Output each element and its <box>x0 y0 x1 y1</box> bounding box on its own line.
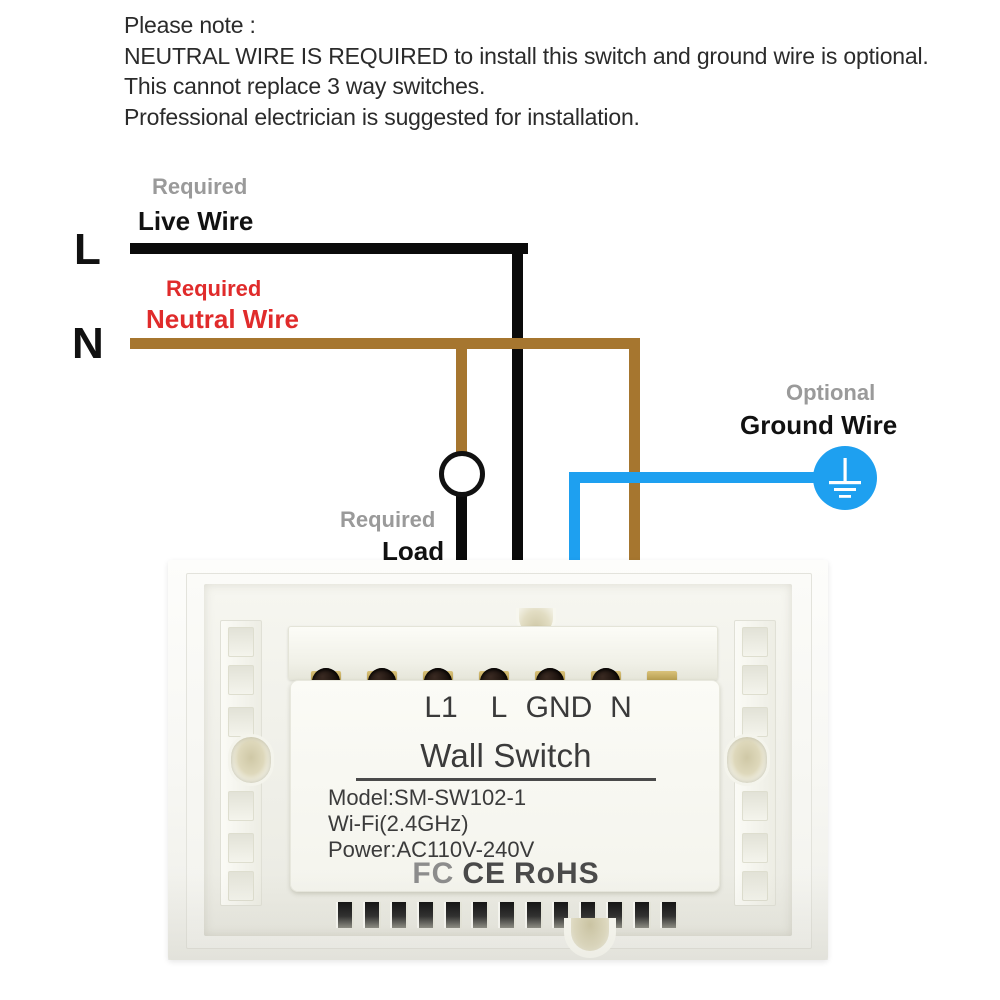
brand-block: Wall Switch <box>291 737 721 781</box>
switch-inner-housing: L1 L GND N Wall Switch Model:SM-SW102-1 … <box>204 584 792 958</box>
note-line-3: This cannot replace 3 way switches. <box>124 73 486 99</box>
spec-model: Model:SM-SW102-1 <box>328 785 527 810</box>
ce-mark: CE <box>462 857 506 890</box>
terminal-label-n: N <box>610 691 632 724</box>
live-wire-qualifier: Required <box>152 174 248 199</box>
terminal-label-l1: L1 <box>424 691 458 724</box>
live-wire-vertical <box>512 243 523 653</box>
spec-block: Model:SM-SW102-1 Wi-Fi(2.4GHz) Power:AC1… <box>328 785 708 863</box>
note-line-1: Please note : <box>124 12 256 38</box>
bottom-cable-notch <box>564 918 616 958</box>
live-wire-label: Live Wire <box>138 206 254 236</box>
left-mounting-keyhole <box>228 734 274 786</box>
neutral-wire-to-load <box>456 338 467 458</box>
spec-wifi: Wi-Fi(2.4GHz) <box>328 811 469 836</box>
note-line-4: Professional electrician is suggested fo… <box>124 103 640 130</box>
fcc-mark: FC <box>412 857 455 890</box>
rohs-mark: RoHS <box>514 857 600 890</box>
switch-label-plate: L1 L GND N Wall Switch Model:SM-SW102-1 … <box>290 680 720 892</box>
neutral-wire-horizontal <box>130 338 640 349</box>
load-label: Load <box>382 536 445 566</box>
installation-note: Please note : NEUTRAL WIRE IS REQUIRED t… <box>124 10 974 132</box>
neutral-wire-label: Neutral Wire <box>146 304 299 334</box>
ground-wire-horizontal <box>569 472 821 483</box>
brand-underline <box>356 778 656 781</box>
note-line-2: NEUTRAL WIRE IS REQUIRED to install this… <box>124 42 929 69</box>
terminal-label-l: L <box>490 691 508 724</box>
terminal-labels: L1 L GND N <box>291 691 721 725</box>
neutral-wire-to-n-terminal <box>629 338 640 653</box>
brand-name: Wall Switch <box>420 737 592 774</box>
source-live-letter: L <box>74 225 101 274</box>
load-qualifier: Required <box>340 507 436 532</box>
source-neutral-letter: N <box>72 319 104 368</box>
neutral-wire-qualifier: Required <box>166 276 262 301</box>
terminal-label-gnd: GND <box>525 691 593 724</box>
load-lamp-symbol <box>439 451 485 497</box>
live-wire-horizontal <box>130 243 528 254</box>
spec-power: Power:AC110V-240V <box>328 837 535 862</box>
ventilation-slots <box>336 902 692 958</box>
right-mounting-keyhole <box>724 734 770 786</box>
earth-ground-symbol <box>813 446 877 510</box>
wall-switch-device: L1 L GND N Wall Switch Model:SM-SW102-1 … <box>168 560 828 960</box>
ground-wire-qualifier: Optional <box>786 380 876 405</box>
ground-wire-label: Ground Wire <box>740 410 898 440</box>
